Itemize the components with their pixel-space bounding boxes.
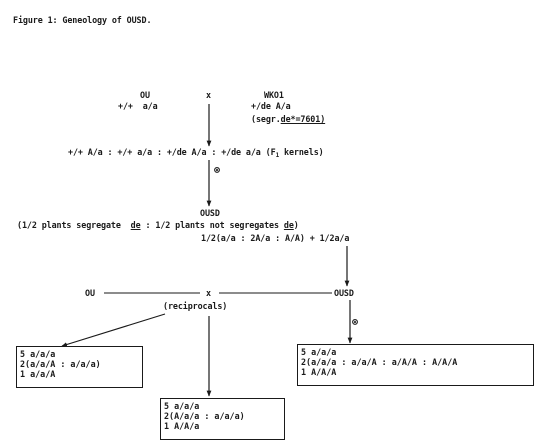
progeny-box-left: 5 a/a/a 2(a/a/A : a/a/a) 1 a/a/A (16, 346, 143, 388)
progeny-box-right: 5 a/a/a 2(a/a/a : a/a/A : a/A/A : A/A/A … (297, 344, 534, 386)
cross1-symbol: x (206, 90, 211, 100)
arrow-to-left-box (61, 313, 166, 347)
progeny-box-middle: 5 a/a/a 2(A/a/a : a/a/a) 1 A/A/a (160, 398, 285, 440)
self-symbol-1: ⊗ (214, 165, 220, 176)
box-left-line-3: 1 a/a/A (20, 369, 56, 379)
self-symbol-2: ⊗ (352, 317, 358, 328)
figure-caption: Figure 1: Geneology of OUSD. (13, 15, 152, 25)
cross2-right-ousd: OUSD (334, 288, 354, 298)
box-left-line-2: 2(a/a/A : a/a/a) (20, 359, 101, 369)
box-middle-line-2: 2(A/a/a : a/a/a) (164, 411, 245, 421)
f1-kernels-line: +/+ A/a : +/+ a/a : +/de A/a : +/de a/a … (68, 147, 324, 159)
ratio-line: 1/2(a/a : 2A/a : A/A) + 1/2a/a (201, 233, 350, 243)
segregation-note: (segr.de*=7601) (251, 114, 326, 124)
parent-wko1-name: WKO1 (264, 90, 284, 100)
box-middle-line-1: 5 a/a/a (164, 401, 200, 411)
cross2-left-ou: OU (85, 288, 95, 298)
reciprocals-label: (reciprocals) (163, 301, 228, 311)
parent-ou-name: OU (140, 90, 150, 100)
box-right-line-3: 1 A/A/A (301, 367, 337, 377)
parent-ou-genotype: +/+ a/a (118, 101, 158, 111)
segregation-line: (1/2 plants segregate de : 1/2 plants no… (17, 220, 299, 230)
cross2-symbol: x (206, 288, 211, 298)
parent-wko1-genotype: +/de A/a (251, 101, 291, 111)
box-right-line-2: 2(a/a/a : a/a/A : a/A/A : A/A/A (301, 357, 458, 367)
box-left-line-1: 5 a/a/a (20, 349, 56, 359)
box-right-line-1: 5 a/a/a (301, 347, 337, 357)
ousd-label: OUSD (200, 208, 220, 218)
box-middle-line-3: 1 A/A/a (164, 421, 200, 431)
